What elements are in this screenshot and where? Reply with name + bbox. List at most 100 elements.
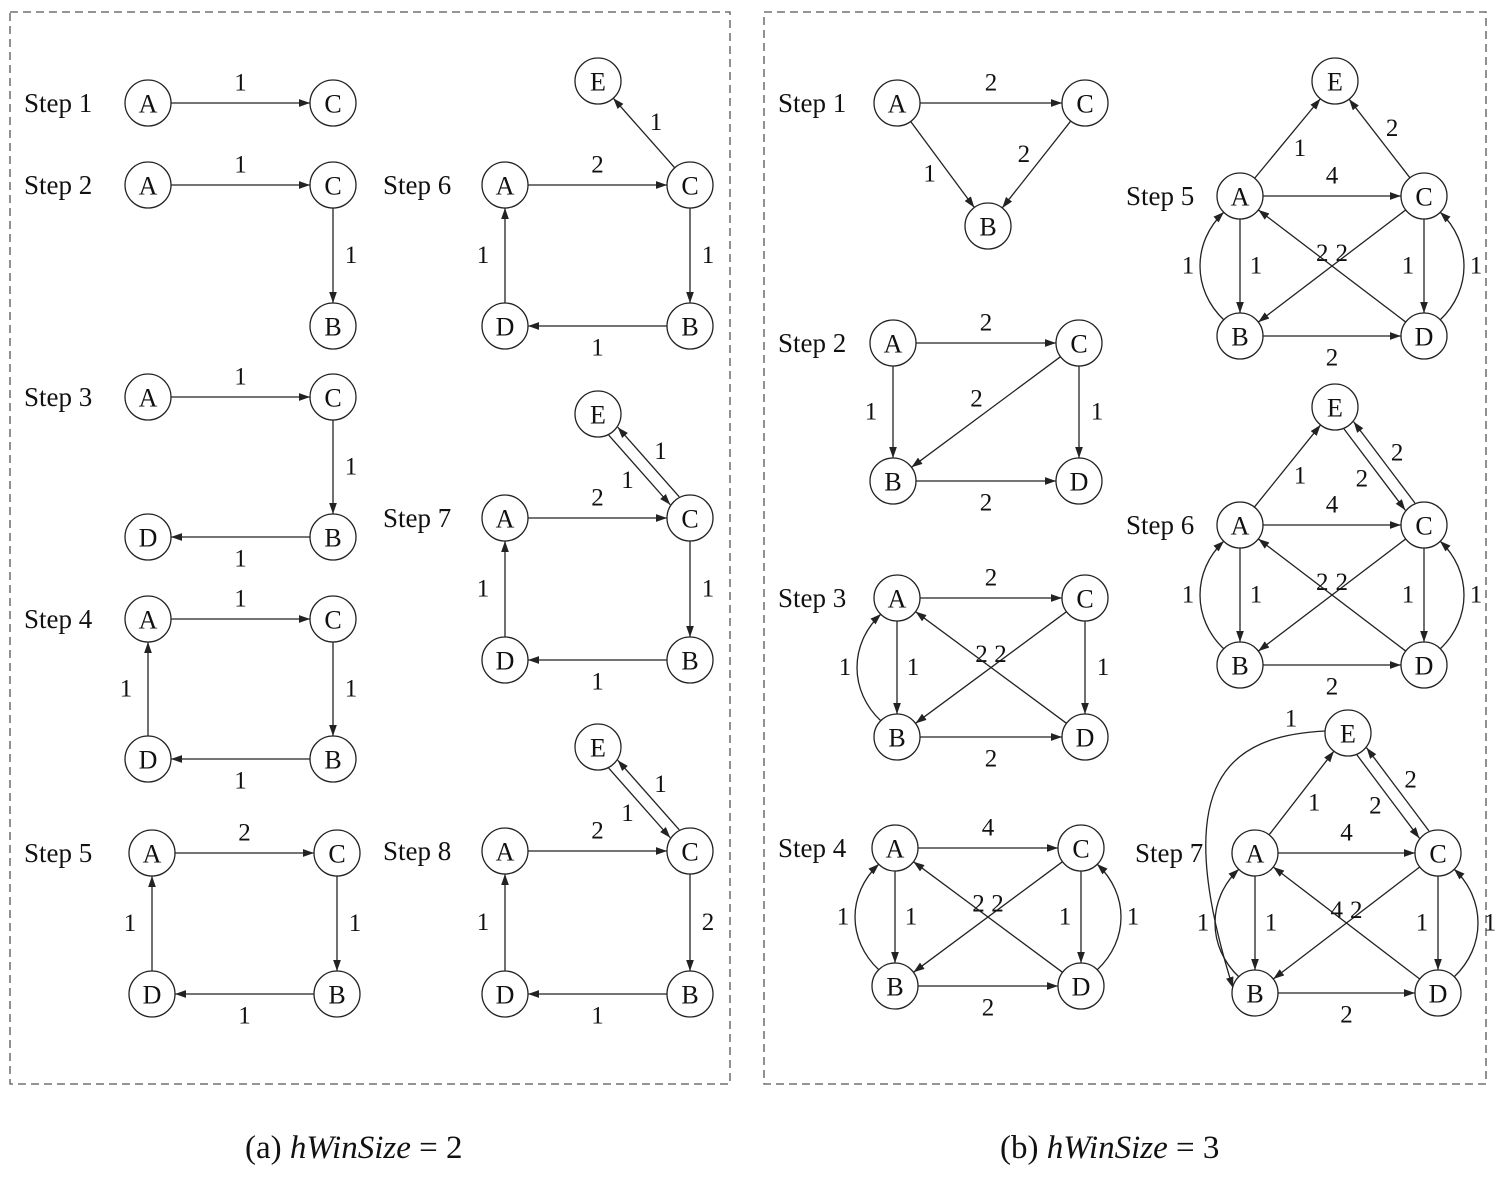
edge-weight: 2 xyxy=(1326,345,1339,372)
edge-D-A xyxy=(913,861,1063,973)
step-label: Step 8 xyxy=(383,836,451,866)
node-A xyxy=(1216,172,1264,220)
edge-weight: 2 xyxy=(702,909,715,936)
edge-weight: 1 xyxy=(345,454,358,481)
node-label: B xyxy=(324,524,341,553)
edge-weight: 1 xyxy=(1250,253,1263,280)
node-A xyxy=(481,161,529,209)
node-label: C xyxy=(681,505,698,534)
panel-b-frame xyxy=(763,11,1487,1085)
step-label: Step 3 xyxy=(24,382,92,412)
node-B xyxy=(313,970,361,1018)
caption-b-value: = 3 xyxy=(1175,1130,1220,1166)
node-D xyxy=(1055,457,1103,505)
node-A xyxy=(124,595,172,643)
step-label: Step 6 xyxy=(1126,510,1194,540)
caption-b-variable: hWinSize xyxy=(1046,1130,1168,1166)
edge-B-A xyxy=(1214,868,1240,978)
edge-weight: 1 xyxy=(591,669,604,696)
edge-weight: 1 xyxy=(120,676,133,703)
node-label: C xyxy=(1415,183,1432,212)
node-D xyxy=(1414,969,1462,1017)
node-label: B xyxy=(1231,652,1248,681)
edge-weight: 1 xyxy=(621,467,634,494)
node-label: C xyxy=(1076,585,1093,614)
caption-a-prefix: (a) xyxy=(245,1130,282,1166)
node-C xyxy=(309,161,357,209)
edge-weight: 1 xyxy=(865,399,878,426)
step-label: Step 4 xyxy=(24,604,93,634)
node-C xyxy=(1414,829,1462,877)
edge-weight: 2 xyxy=(1356,466,1369,493)
step-label: Step 6 xyxy=(383,170,451,200)
edge-weight: 1 xyxy=(905,904,918,931)
node-label: D xyxy=(496,981,515,1010)
node-B xyxy=(309,302,357,350)
edge-weight: 2 xyxy=(1386,115,1399,142)
edge-C-B xyxy=(911,356,1061,468)
edge-weight: 2 xyxy=(980,310,993,337)
node-D xyxy=(124,513,172,561)
node-label: C xyxy=(328,840,345,869)
node-label: C xyxy=(324,172,341,201)
edge-weight: 1 xyxy=(702,242,715,269)
node-label: A xyxy=(496,838,515,867)
node-B xyxy=(309,735,357,783)
edge-weight: 2 xyxy=(985,565,998,592)
node-C xyxy=(1055,319,1103,367)
edge-weight: 1 xyxy=(234,546,247,573)
node-B xyxy=(666,636,714,684)
node-C xyxy=(1061,79,1109,127)
node-E xyxy=(574,57,622,105)
node-A xyxy=(124,161,172,209)
step-label: Step 7 xyxy=(383,503,451,533)
node-label: A xyxy=(496,172,515,201)
node-label: D xyxy=(1072,973,1091,1002)
edge-weight: 1 xyxy=(1197,910,1210,937)
node-label: E xyxy=(1340,720,1356,749)
node-label: C xyxy=(1429,840,1446,869)
node-A xyxy=(124,373,172,421)
edge-weight: 1 xyxy=(124,910,137,937)
edge-weight: 1 xyxy=(234,364,247,391)
edge-weight: 2 xyxy=(1391,439,1404,466)
node-label: B xyxy=(681,981,698,1010)
edge-C-E xyxy=(617,759,680,831)
edge-weight: 1 xyxy=(477,576,490,603)
node-label: D xyxy=(496,313,515,342)
caption-a: (a) hWinSize = 2 xyxy=(245,1130,463,1167)
node-label: B xyxy=(324,313,341,342)
edge-D-C xyxy=(1439,211,1465,321)
edge-weight: 1 xyxy=(234,586,247,613)
node-C xyxy=(1400,501,1448,549)
node-E xyxy=(1311,57,1359,105)
edge-D-C xyxy=(1439,540,1465,650)
caption-b-prefix: (b) xyxy=(1000,1130,1039,1166)
node-A xyxy=(1216,501,1264,549)
node-label: A xyxy=(884,330,903,359)
edge-weight: 1 xyxy=(1127,904,1140,931)
node-C xyxy=(666,827,714,875)
edge-weight: 1 xyxy=(907,654,920,681)
step-label: Step 3 xyxy=(778,583,846,613)
edge-A-E xyxy=(1253,424,1322,508)
step-label: Step 5 xyxy=(24,838,92,868)
edge-weight: 4 xyxy=(1326,163,1339,190)
edge-weight: 1 xyxy=(1416,910,1429,937)
edge-weight: 2 xyxy=(1316,569,1329,596)
node-label: A xyxy=(139,172,158,201)
node-C xyxy=(1057,824,1105,872)
node-label: E xyxy=(1327,394,1343,423)
edge-weight: 2 xyxy=(975,641,988,668)
edge-C-E xyxy=(1366,747,1430,832)
node-A xyxy=(128,829,176,877)
node-C xyxy=(313,829,361,877)
edge-A-B xyxy=(910,121,975,208)
edge-weight: 2 xyxy=(1369,793,1382,820)
edge-weight: 2 xyxy=(970,386,983,413)
node-label: D xyxy=(1415,652,1434,681)
node-D xyxy=(128,970,176,1018)
